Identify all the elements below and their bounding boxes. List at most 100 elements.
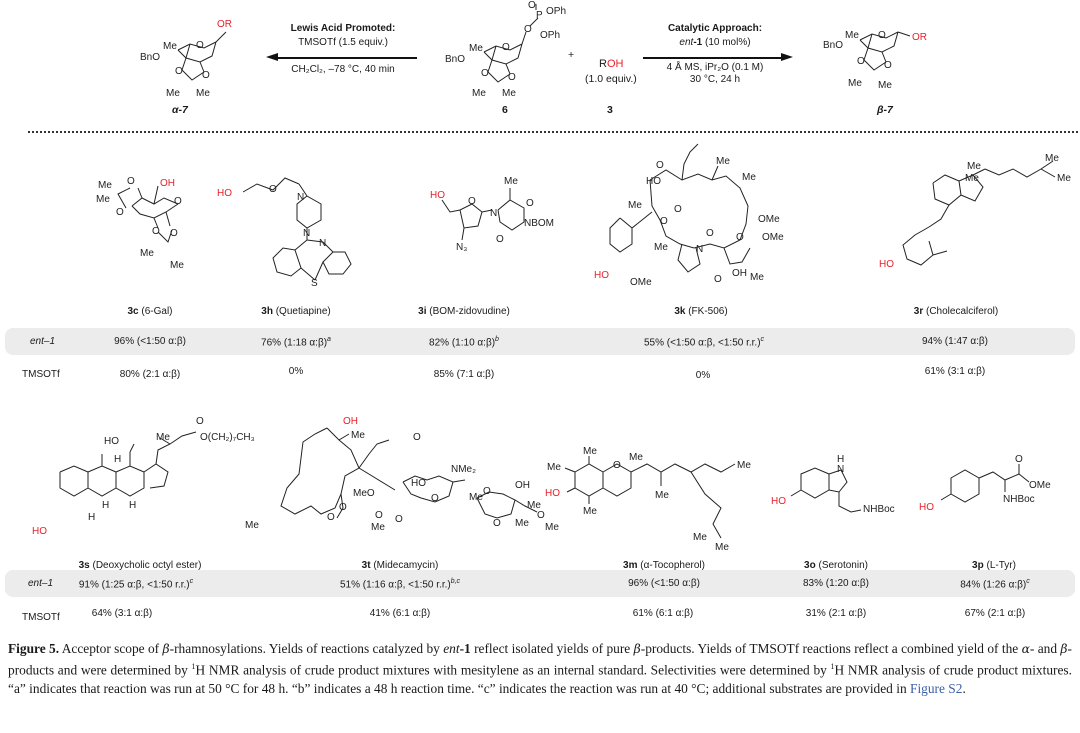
hydroxyl-ho: HO xyxy=(217,188,232,199)
catalyst-row-band-1 xyxy=(5,328,1075,355)
compound-name-3o: 3o (Serotonin) xyxy=(804,560,868,571)
compound-id: 3h xyxy=(261,306,273,317)
atom-label: Me xyxy=(96,194,110,205)
figure-caption: Figure 5. Acceptor scope of β-rhamnosyla… xyxy=(8,640,1072,698)
conditions-lewis-acid: Lewis Acid Promoted: TMSOTf (1.5 equiv.) xyxy=(268,22,418,50)
atom-label: O xyxy=(481,68,489,79)
atom-label: O(CH₂)₇CH₃ xyxy=(200,432,255,443)
row-label-catalyst: ent–1 xyxy=(30,336,56,347)
atom-label: OMe xyxy=(762,232,784,243)
atom-label: O xyxy=(674,204,682,215)
result-value: 76% (1:18 α:β) xyxy=(261,337,328,349)
atom-label: O xyxy=(656,160,664,171)
atom-label: O xyxy=(127,176,135,187)
atom-label: Me xyxy=(245,520,259,531)
compound-common-name: (BOM-zidovudine) xyxy=(429,306,510,317)
compound-label-beta-7: β-7 xyxy=(877,104,893,116)
atom-label: Me xyxy=(737,460,751,471)
greek-alpha: α xyxy=(1021,642,1030,656)
compound-common-name: (Deoxycholic octyl ester) xyxy=(92,560,202,571)
atom-label: O xyxy=(857,56,865,67)
atom-label: Me xyxy=(750,272,764,283)
substituent-or: OR xyxy=(912,32,927,43)
footnote-marker: c xyxy=(760,336,765,343)
atom-label: Me xyxy=(527,500,541,511)
lewis-result: 61% (3:1 α:β) xyxy=(924,366,986,377)
atom-label: Me xyxy=(504,176,518,187)
compound-name-3k: 3k (FK-506) xyxy=(674,306,727,317)
compound-id: 3p xyxy=(972,560,984,571)
atom-label: O xyxy=(152,226,160,237)
atom-label: Me xyxy=(140,248,154,259)
atom-label: N xyxy=(696,244,703,255)
compound-name-3r: 3r (Cholecalciferol) xyxy=(914,306,998,317)
atom-label: OMe xyxy=(758,214,780,225)
figure-s2-link[interactable]: Figure S2 xyxy=(910,680,963,696)
compound-id: 3o xyxy=(804,560,816,571)
atom-label: H xyxy=(114,454,121,465)
structure-3c: Me Me O O OH O O O Me Me xyxy=(96,176,184,271)
greek-beta: β xyxy=(633,642,641,656)
atom-label: O xyxy=(375,510,383,521)
atom-label: N xyxy=(319,238,326,249)
result-value: 84% (1:26 α:β) xyxy=(960,579,1027,591)
atom-label: NMe₂ xyxy=(451,464,476,475)
conditions-title: Catalytic Approach: xyxy=(667,23,763,34)
compound-name-3c: 3c (6-Gal) xyxy=(127,306,172,317)
atom-label: H xyxy=(129,500,136,511)
structure-3o: H N HO NHBoc xyxy=(771,454,895,515)
acceptor-roh: ROH xyxy=(599,58,623,70)
atom-label: O xyxy=(174,196,182,207)
catalyst-number: -1 xyxy=(459,641,471,656)
catalyst-ent: ent xyxy=(679,37,694,48)
atom-label: Me xyxy=(371,522,385,533)
catalyst-result: 83% (1:20 α:β) xyxy=(802,578,870,589)
catalyst-result: 82% (1:10 α:β)b xyxy=(429,336,499,348)
atom-label: BnO xyxy=(140,52,160,63)
conditions-title: Lewis Acid Promoted: xyxy=(290,23,396,34)
arrow-head-right-icon xyxy=(781,53,793,61)
structure-3i: HO O N N₃ Me O NBOM O xyxy=(430,176,554,253)
row-label-catalyst: ent–1 xyxy=(28,578,54,589)
atom-label: NHBoc xyxy=(1003,494,1035,505)
atom-label: Me xyxy=(878,80,892,91)
conditions-temperature: 30 °C, 24 h xyxy=(689,74,741,85)
atom-label: Me xyxy=(654,242,668,253)
atom-label: MeO xyxy=(353,488,375,499)
atom-label: O xyxy=(116,207,124,218)
caption-text: Acceptor scope of xyxy=(59,641,163,656)
atom-label: Me xyxy=(502,88,516,99)
lewis-result: 85% (7:1 α:β) xyxy=(433,369,495,380)
caption-text: reflect isolated yields of pure xyxy=(470,641,634,656)
hydroxyl-oh: OH xyxy=(160,178,175,189)
atom-label: H xyxy=(88,512,95,523)
atom-label: Me xyxy=(628,200,642,211)
atom-label: OMe xyxy=(1029,480,1051,491)
atom-label: Me xyxy=(583,446,597,457)
structure-3h: HO O N N N S xyxy=(217,177,352,289)
lewis-result: 80% (2:1 α:β) xyxy=(119,369,181,380)
compound-id: 3c xyxy=(127,306,139,317)
compound-id: 3s xyxy=(78,560,90,571)
lewis-result: 67% (2:1 α:β) xyxy=(964,608,1026,619)
caption-text: -rhamnosylations. Yields of reactions ca… xyxy=(169,641,444,656)
conditions-reagent: TMSOTf (1.5 equiv.) xyxy=(298,37,388,48)
structure-3s: Me O O(CH₂)₇CH₃ HO H H H H HO xyxy=(32,416,255,537)
compound-common-name: (FK-506) xyxy=(688,306,728,317)
compound-label-6: 6 xyxy=(502,104,508,116)
atom-label: O xyxy=(502,42,510,53)
compound-common-name: (α-Tocopherol) xyxy=(640,560,705,571)
atom-label: O xyxy=(884,60,892,71)
caption-text: -products and were determined by xyxy=(8,641,1072,678)
compound-common-name: (Midecamycin) xyxy=(373,560,439,571)
atom-label: O xyxy=(339,502,347,513)
atom-label: Me xyxy=(1045,153,1059,164)
caption-text: - and xyxy=(1029,641,1061,656)
atom-label: O xyxy=(431,493,439,504)
atom-label: O xyxy=(537,510,545,521)
compound-common-name: (Quetiapine) xyxy=(275,306,331,317)
compound-id: 3i xyxy=(418,306,427,317)
result-value: 55% (<1:50 α:β, <1:50 r.r.) xyxy=(643,337,761,349)
atom-label: Me xyxy=(629,452,643,463)
atom-label: HO xyxy=(411,478,426,489)
